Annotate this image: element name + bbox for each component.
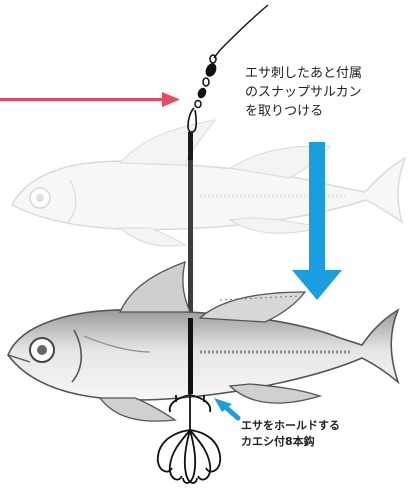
insert-direction-arrow: [292, 142, 342, 300]
swivel: [194, 54, 217, 109]
fishing-line: [213, 4, 269, 59]
fish-ghost: [10, 119, 407, 247]
snap-pointer-arrow: [0, 92, 180, 107]
snap-swivel: [187, 107, 197, 133]
eight-hook-cluster: [156, 394, 222, 484]
hook-pointer-arrow: [214, 398, 241, 421]
hook-description-text: エサをホールドする カエシ付8本鈎: [241, 419, 340, 448]
fish-bait: [7, 260, 400, 422]
snap-instruction-text: エサ刺したあと付属 のスナップサルカン を取りつける: [245, 66, 363, 119]
